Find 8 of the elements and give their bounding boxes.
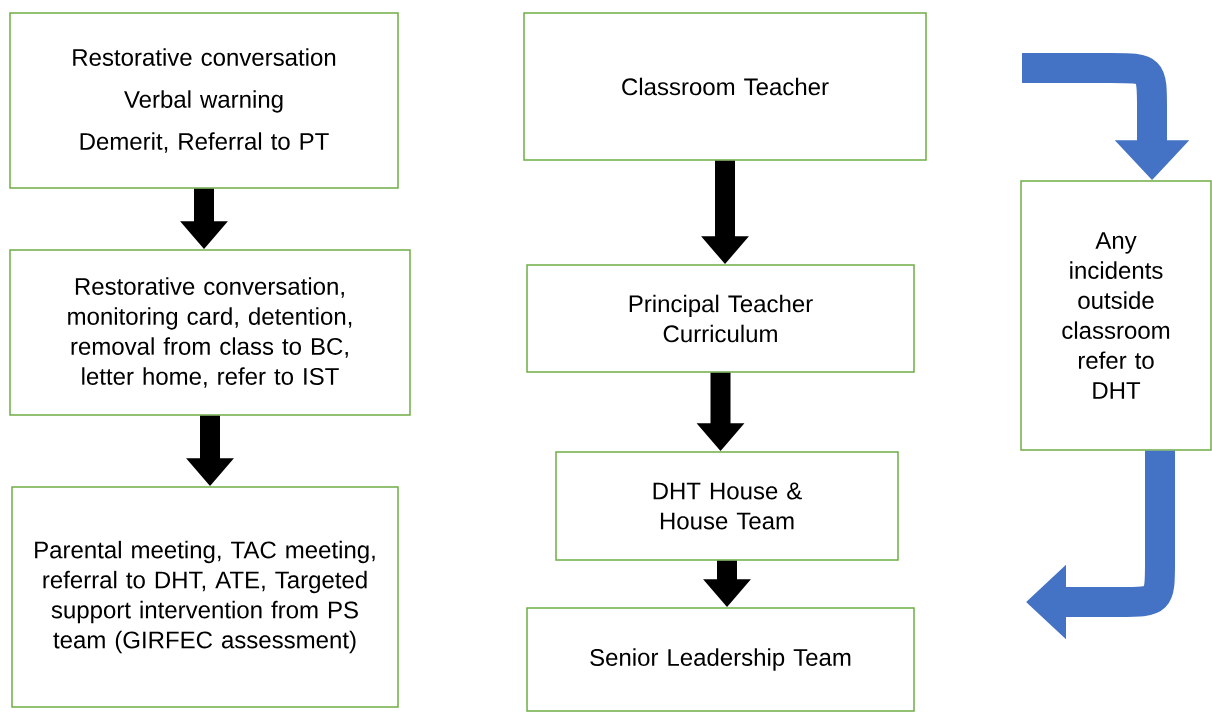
text-box: Any incidents outside classroom refer to DHT [1020,180,1212,451]
text-box: Restorative conversation, monitoring card, detention, removal from class to BC, letter home, refer to IST [9,249,411,416]
text-box: Parental meeting, TAC meeting, referral to DHT, ATE, Targeted support intervention from PS team (GIRFEC assessment) [11,486,399,708]
text-box: Senior Leadership Team [526,607,915,712]
text-box: DHT House & House Team [555,451,899,561]
text-box: Principal Teacher Curriculum [526,264,915,373]
text-box: Restorative conversation Verbal warning Demerit, Referral to PT [9,12,399,189]
text-box: Classroom Teacher [523,12,927,161]
